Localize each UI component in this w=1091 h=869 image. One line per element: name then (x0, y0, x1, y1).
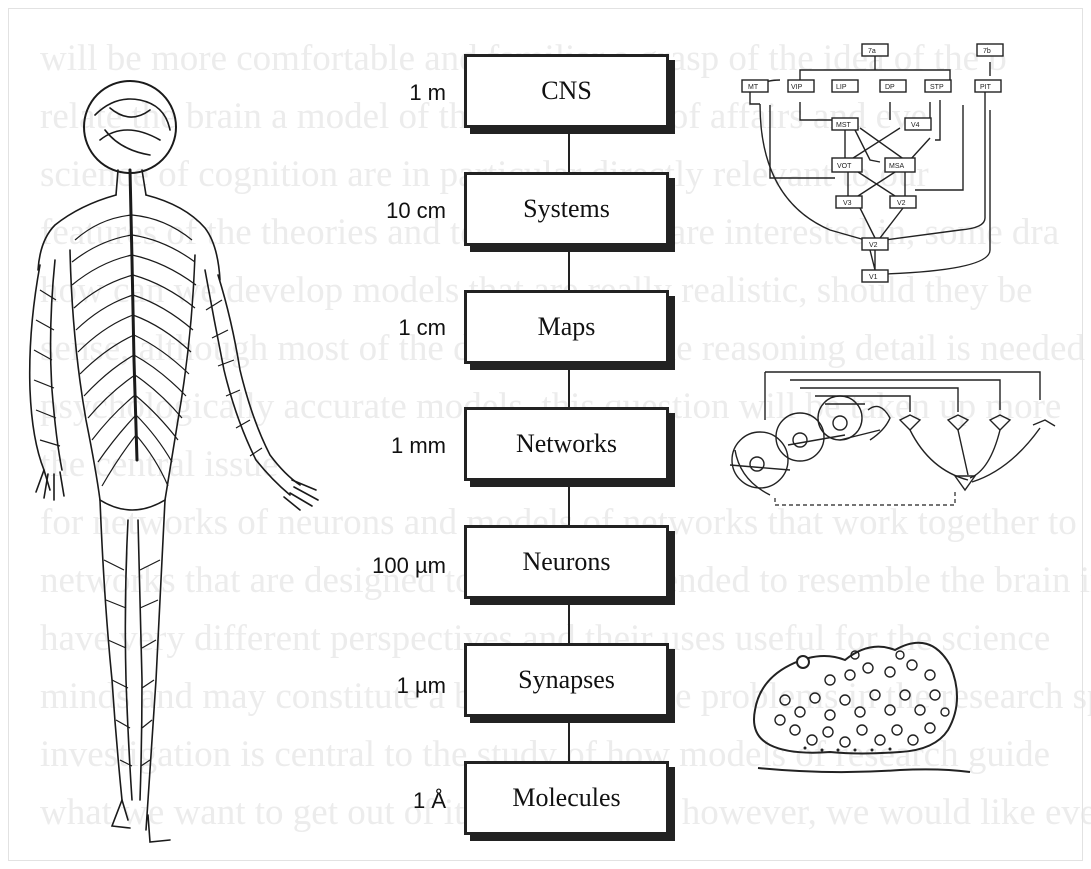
synapse-illustration (0, 0, 1091, 869)
